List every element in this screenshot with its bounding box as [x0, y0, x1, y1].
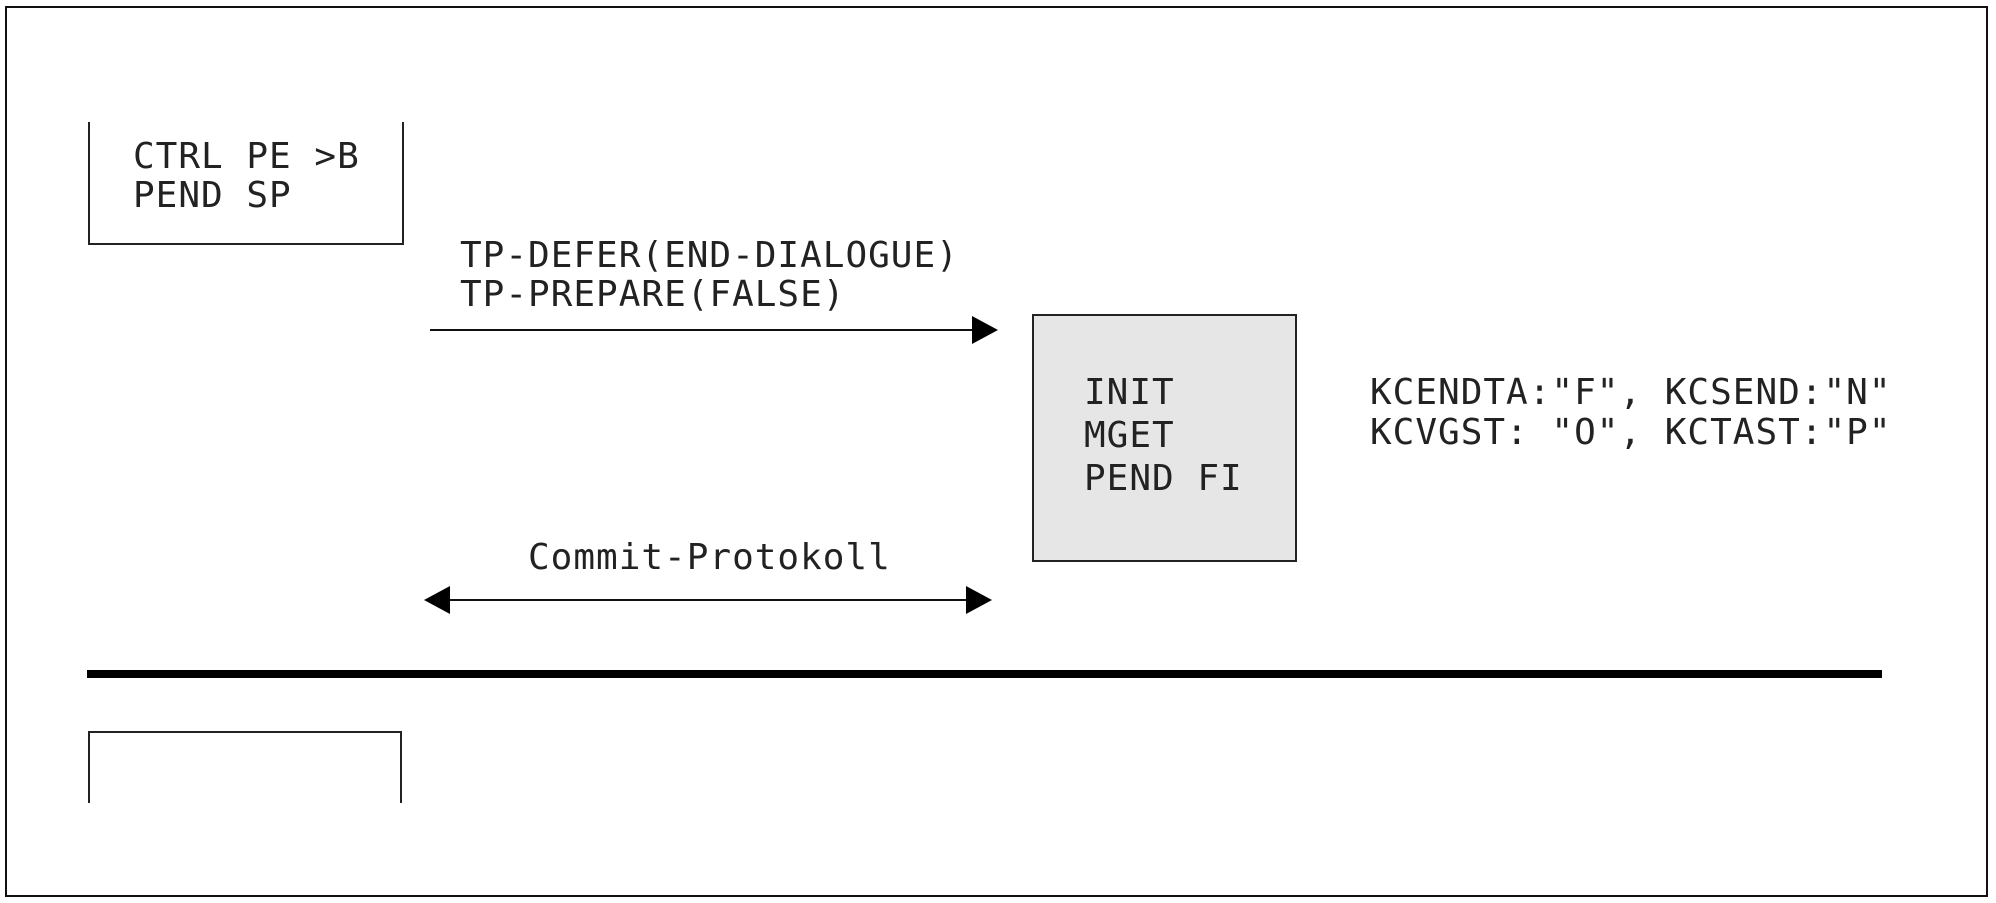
left-box-line-2: PEND SP [133, 175, 292, 216]
center-box-line-1: INIT [1084, 372, 1175, 413]
left-box-line-1: CTRL PE >B [133, 136, 360, 177]
message-line-2: TP-PREPARE(FALSE) [460, 274, 846, 315]
left-unit-box [88, 122, 404, 245]
message-arrow-head [972, 316, 998, 344]
commit-protocol-label: Commit-Protokoll [528, 537, 891, 578]
center-unit-box [1032, 314, 1297, 562]
center-box-line-2: MGET [1084, 415, 1175, 456]
commit-arrow-head-left [424, 586, 450, 614]
outer-frame [5, 6, 1988, 897]
lower-left-unit-box [88, 731, 402, 803]
separator-rule [87, 670, 1882, 678]
center-box-line-3: PEND FI [1084, 458, 1243, 499]
commit-arrow-head-right [966, 586, 992, 614]
status-line-1: KCENDTA:"F", KCSEND:"N" [1370, 372, 1892, 413]
message-line-1: TP-DEFER(END-DIALOGUE) [460, 235, 959, 276]
status-line-2: KCVGST: "O", KCTAST:"P" [1370, 412, 1892, 453]
